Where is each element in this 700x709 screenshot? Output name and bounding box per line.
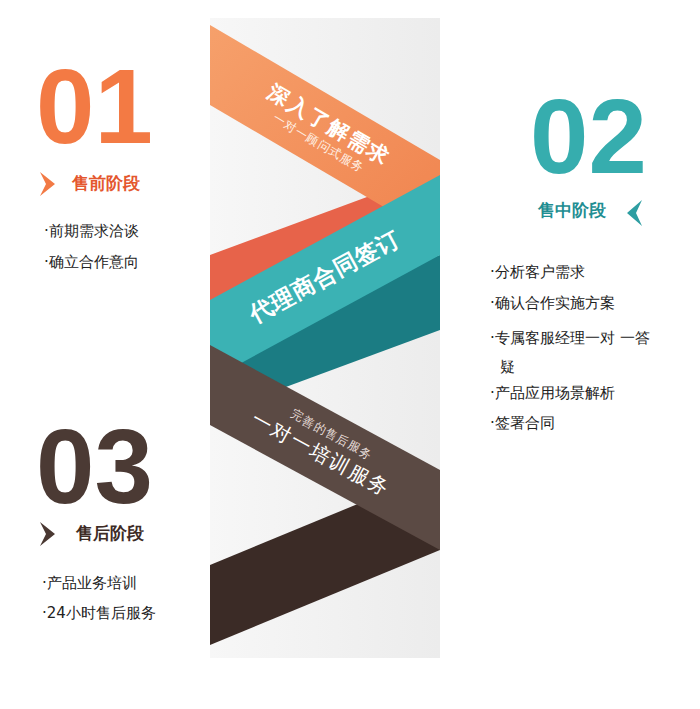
chevron-icon bbox=[40, 522, 55, 546]
stage-title: 售前阶段 bbox=[72, 173, 140, 194]
ribbon-ground bbox=[210, 18, 440, 658]
stage-number: 02 bbox=[530, 84, 647, 189]
stage-title: 售后阶段 bbox=[76, 523, 144, 544]
list-item: ·专属客服经理一对 一答疑 bbox=[490, 324, 650, 381]
chevron-icon bbox=[40, 172, 55, 196]
list-item: ·产品应用场景解析 bbox=[490, 384, 615, 403]
list-item: ·确立合作意向 bbox=[44, 253, 139, 272]
list-item: ·24小时售后服务 bbox=[42, 604, 156, 623]
stage-number: 01 bbox=[36, 54, 153, 159]
ribbon-band bbox=[210, 345, 440, 550]
chevron-icon bbox=[627, 200, 642, 226]
ribbon-band bbox=[210, 175, 440, 380]
list-item: ·产品业务培训 bbox=[42, 574, 137, 593]
stage-number: 03 bbox=[36, 414, 153, 519]
stage-title: 售中阶段 bbox=[538, 200, 606, 221]
list-item: ·分析客户需求 bbox=[490, 263, 585, 282]
list-item: ·确认合作实施方案 bbox=[490, 294, 615, 313]
list-item: ·前期需求洽谈 bbox=[44, 222, 139, 241]
list-item: ·签署合同 bbox=[490, 414, 555, 433]
